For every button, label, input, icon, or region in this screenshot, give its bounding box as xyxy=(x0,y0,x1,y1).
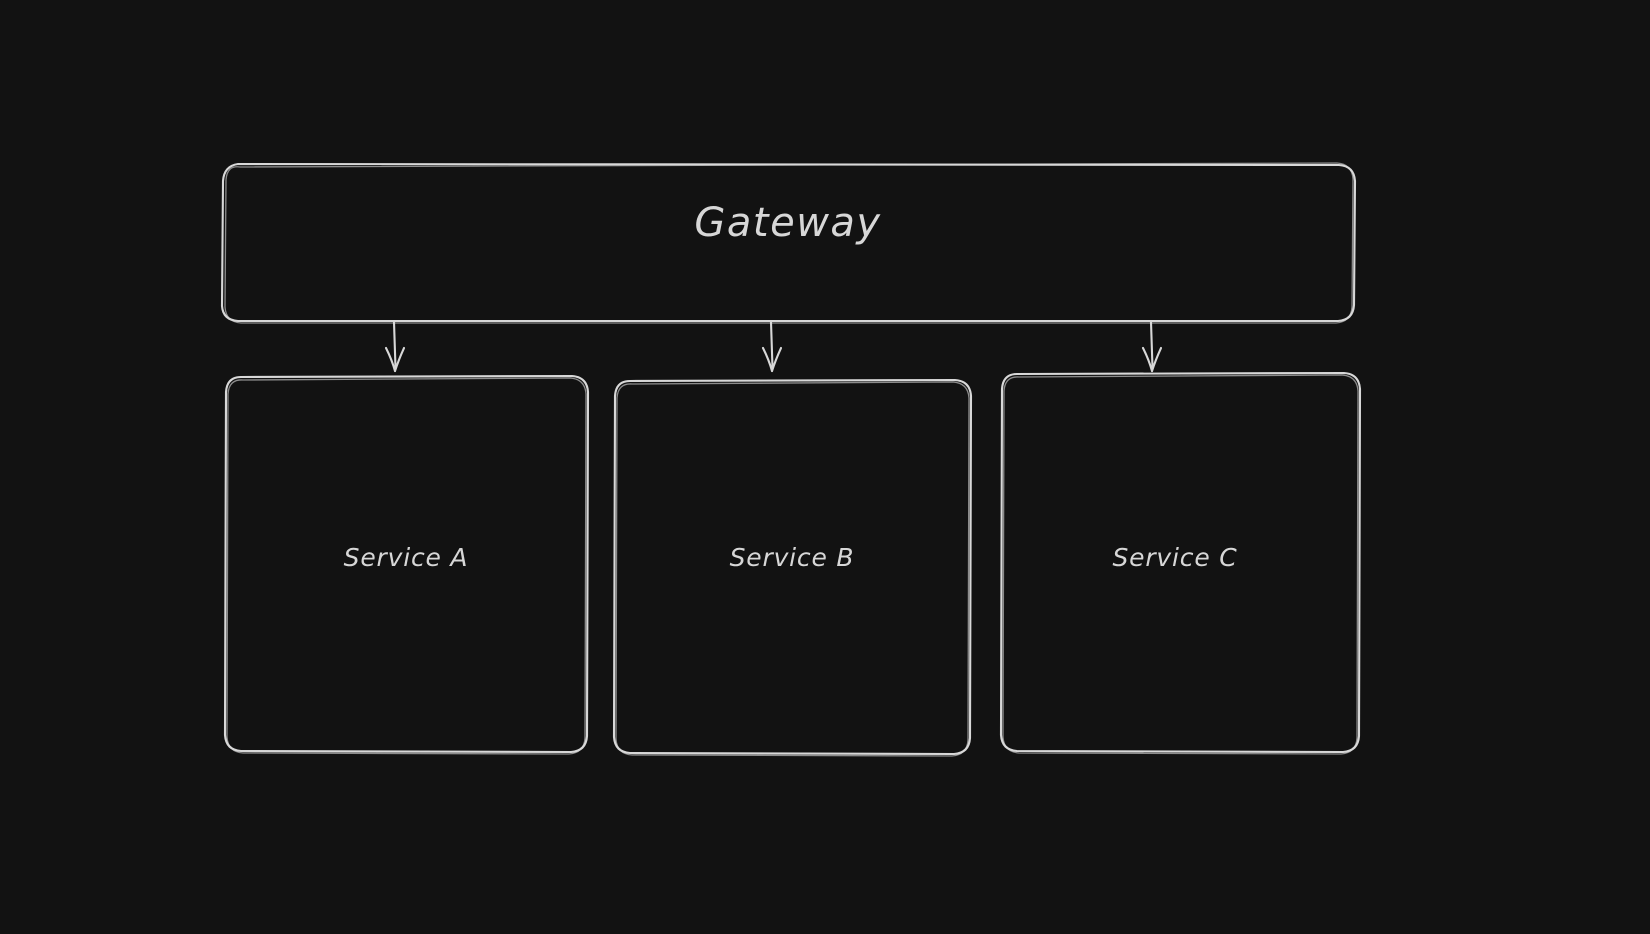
edge-gateway-to-service-b[interactable] xyxy=(761,320,783,373)
node-service-c-shape[interactable] xyxy=(999,371,1362,755)
node-gateway-shape[interactable] xyxy=(220,162,1357,324)
edge-gateway-to-service-a[interactable] xyxy=(384,320,406,373)
node-service-b-shape[interactable] xyxy=(612,378,973,757)
node-label-service-c: Service C xyxy=(1112,543,1238,572)
node-service-a-shape[interactable] xyxy=(223,374,590,755)
edge-gateway-to-service-c[interactable] xyxy=(1141,320,1163,373)
node-label-service-a: Service A xyxy=(343,543,469,572)
node-label-service-b: Service B xyxy=(729,543,855,572)
node-label-gateway: Gateway xyxy=(694,200,882,247)
